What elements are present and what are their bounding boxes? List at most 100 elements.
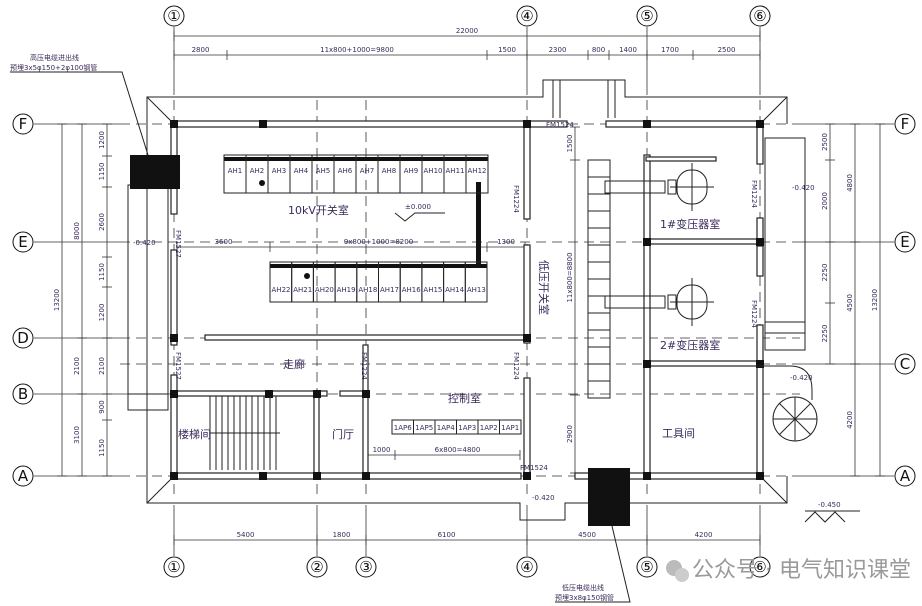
note-detail: 预埋3x5φ150+2φ100钢管 bbox=[10, 63, 97, 72]
room-label: 10kV开关室 bbox=[288, 203, 349, 217]
hv-cabinet-label: AH13 bbox=[467, 286, 486, 294]
column bbox=[170, 334, 178, 342]
lv-cabinet bbox=[587, 329, 611, 348]
dimension-text: 2500 bbox=[718, 46, 736, 54]
hv-cabinet-label: AH8 bbox=[382, 167, 397, 175]
hv-cabinet-label: AH21 bbox=[293, 286, 312, 294]
annotations: 10kV开关室走廊楼梯间门厅控制室1#变压器室2#变压器室工具间低压开关室±0.… bbox=[10, 53, 841, 602]
room-label: 门厅 bbox=[332, 427, 354, 441]
hv-cabinet-label: AH18 bbox=[358, 286, 377, 294]
dimension-text: 13200 bbox=[871, 289, 879, 311]
column bbox=[259, 472, 267, 480]
room-label: 控制室 bbox=[448, 391, 481, 405]
room-label: 走廊 bbox=[283, 357, 305, 371]
column bbox=[362, 472, 370, 480]
door-label: FM1224 bbox=[512, 185, 520, 213]
hv-cabinet-label: AH19 bbox=[337, 286, 356, 294]
column bbox=[259, 120, 267, 128]
dimension-text: 3100 bbox=[73, 426, 81, 444]
door-label: FM1224 bbox=[512, 352, 520, 380]
column bbox=[170, 120, 178, 128]
axis-label: ⑤ bbox=[640, 7, 653, 25]
axis-bubble bbox=[516, 5, 538, 27]
lv-note-leader bbox=[555, 525, 631, 603]
axis-bubble bbox=[306, 556, 328, 578]
elevation-label: -0.420 bbox=[792, 184, 815, 192]
axis-bubble bbox=[12, 327, 34, 349]
dimension-text: 1200 bbox=[98, 304, 106, 322]
lv-switchgear bbox=[587, 159, 611, 399]
column bbox=[756, 120, 764, 128]
lv-cabinet bbox=[587, 244, 611, 263]
dimension-text: 8000 bbox=[73, 222, 81, 240]
lv-cabinet bbox=[587, 346, 611, 365]
column bbox=[643, 360, 651, 368]
dimension-text: 1500 bbox=[566, 135, 574, 153]
axis-label: ① bbox=[167, 558, 180, 576]
dimension-text: 2100 bbox=[73, 357, 81, 375]
dimension-text: 4200 bbox=[695, 531, 713, 539]
note-title: 高压电缆进出线 bbox=[30, 53, 79, 62]
hv-cabinet-label: AH3 bbox=[272, 167, 287, 175]
dimension-text: 1500 bbox=[498, 46, 516, 54]
hv-cabinet-label: AH2 bbox=[250, 167, 265, 175]
dimension-text: 1400 bbox=[619, 46, 637, 54]
column bbox=[756, 360, 764, 368]
door-label: FM1527 bbox=[174, 230, 182, 258]
axis-bubble bbox=[636, 556, 658, 578]
axis-label: ⑤ bbox=[640, 558, 653, 576]
axis-label: ⑥ bbox=[753, 7, 766, 25]
dimension-text: 1700 bbox=[661, 46, 679, 54]
hv-cabinet-label: AH12 bbox=[468, 167, 487, 175]
axis-label: ① bbox=[167, 7, 180, 25]
dimension-text: 4200 bbox=[846, 411, 854, 429]
hv-cabinet-label: AH11 bbox=[446, 167, 465, 175]
lv-cabinet bbox=[587, 295, 611, 314]
dimension-text: 1800 bbox=[333, 531, 351, 539]
axis-bubble bbox=[749, 556, 771, 578]
dimension-text: 5400 bbox=[237, 531, 255, 539]
axis-label: B bbox=[18, 385, 28, 403]
dimension-text: 2900 bbox=[566, 425, 574, 443]
wechat-icon bbox=[666, 560, 689, 582]
elevation-label: -0.420 bbox=[133, 239, 156, 247]
axis-bubble bbox=[12, 465, 34, 487]
column bbox=[643, 472, 651, 480]
dimension-text: 11x800+1000=9800 bbox=[320, 46, 394, 54]
axis-label: E bbox=[18, 233, 27, 251]
hv-cabinet-label: AH4 bbox=[294, 167, 309, 175]
control-cabinet-label: 1AP4 bbox=[437, 424, 455, 432]
dimension-text: 2500 bbox=[821, 133, 829, 151]
axis-bubble bbox=[355, 556, 377, 578]
room-label: 楼梯间 bbox=[178, 427, 211, 441]
dimension-text: 2100 bbox=[98, 357, 106, 375]
elevation-label: -0.450 bbox=[818, 501, 841, 509]
axis-bubble bbox=[749, 5, 771, 27]
transformer-2 bbox=[604, 278, 714, 326]
axis-bubble bbox=[12, 113, 34, 135]
axis-label: ② bbox=[310, 558, 323, 576]
lv-cabinet bbox=[587, 261, 611, 280]
dimension-text: 4800 bbox=[846, 174, 854, 192]
spiral-stair bbox=[750, 365, 818, 442]
hv-cable-conduit bbox=[130, 155, 180, 189]
axis-label: ⑥ bbox=[753, 558, 766, 576]
dimension-text: 4500 bbox=[578, 531, 596, 539]
door-label: FM1524 bbox=[546, 121, 574, 129]
axis-bubble bbox=[163, 556, 185, 578]
lv-cabinet bbox=[587, 278, 611, 297]
column bbox=[523, 472, 531, 480]
lv-cabinet bbox=[587, 227, 611, 246]
axis-bubble bbox=[894, 231, 916, 253]
axis-label: A bbox=[900, 467, 911, 485]
watermark: 公众号 · 电气知识课堂 bbox=[692, 558, 911, 583]
hv-cabinet-label: AH10 bbox=[424, 167, 443, 175]
column bbox=[313, 390, 321, 398]
hv-cabinet-label: AH17 bbox=[380, 286, 399, 294]
dimension-text: 1000 bbox=[373, 446, 391, 454]
control-cabinet bbox=[499, 419, 522, 435]
lv-cabinet bbox=[587, 176, 611, 195]
dimension-text: 900 bbox=[98, 400, 106, 413]
